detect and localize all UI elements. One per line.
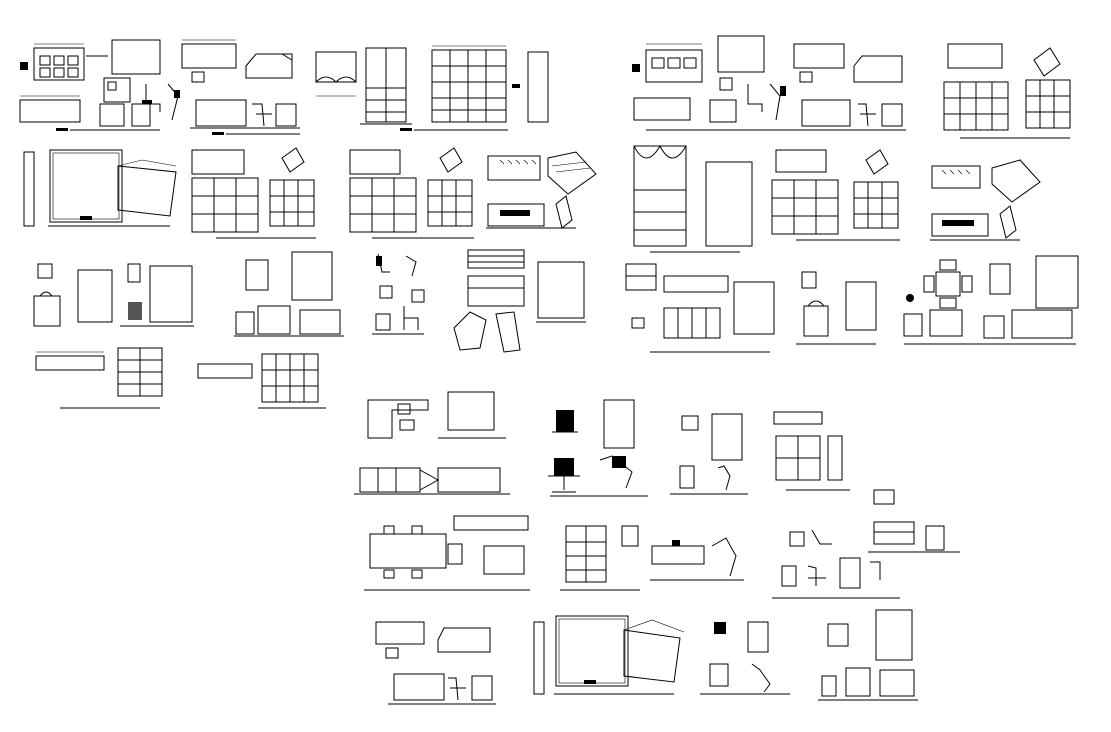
block-tall-cabinet-a [360, 47, 412, 125]
block-sofa-set-a [486, 151, 597, 229]
block-workstation-d [818, 609, 918, 701]
block-workstation-a [234, 251, 344, 337]
block-desk-set-b [793, 43, 906, 131]
block-chair-detail-a [33, 263, 194, 327]
block-partition-panel-b [533, 615, 685, 695]
block-sofa-set-b [930, 159, 1041, 241]
block-chair-views-d [700, 621, 790, 695]
block-round-table-b [903, 255, 1079, 345]
block-chair-side-a [131, 83, 180, 127]
block-chair-views-a [372, 253, 425, 335]
block-chair-detail-b [796, 271, 877, 345]
block-office-table-plan-a [19, 43, 108, 123]
block-drawer-unit-b [625, 263, 775, 353]
block-stair-rack-a [453, 249, 586, 353]
block-chair-views-c [772, 529, 900, 599]
block-tall-cabinet-b [633, 145, 753, 253]
block-office-table-plan-b [632, 35, 765, 121]
block-desk-set-a [181, 39, 300, 129]
block-pigeonhole-cabinet-b [349, 147, 474, 239]
block-shelving-unit-a [35, 347, 163, 409]
block-reception-desk-a [650, 537, 744, 581]
block-wardrobe-door-a [315, 51, 357, 97]
block-l-desk-b [354, 391, 510, 495]
block-conference-table-a [364, 515, 530, 591]
title-line-row-1-left [56, 128, 508, 135]
block-drawer-elevation-a [99, 39, 161, 127]
block-bookshelf-elevation-a [431, 45, 549, 123]
block-desk-drawers-c [868, 489, 960, 553]
block-partition-panel-a [23, 149, 177, 227]
block-chair-side-b [646, 77, 800, 131]
block-executive-chair-a [548, 399, 648, 497]
block-pigeonhole-cabinet-c [943, 43, 1071, 139]
block-desk-set-c [375, 621, 496, 705]
block-pigeonhole-cabinet-a [191, 147, 316, 239]
block-side-chair-a [670, 413, 748, 495]
block-tall-shelf-b [560, 525, 640, 591]
block-pigeonhole-cabinet-d [771, 149, 900, 241]
block-wardrobe-b [773, 411, 850, 491]
block-wall-unit-a [197, 353, 326, 409]
